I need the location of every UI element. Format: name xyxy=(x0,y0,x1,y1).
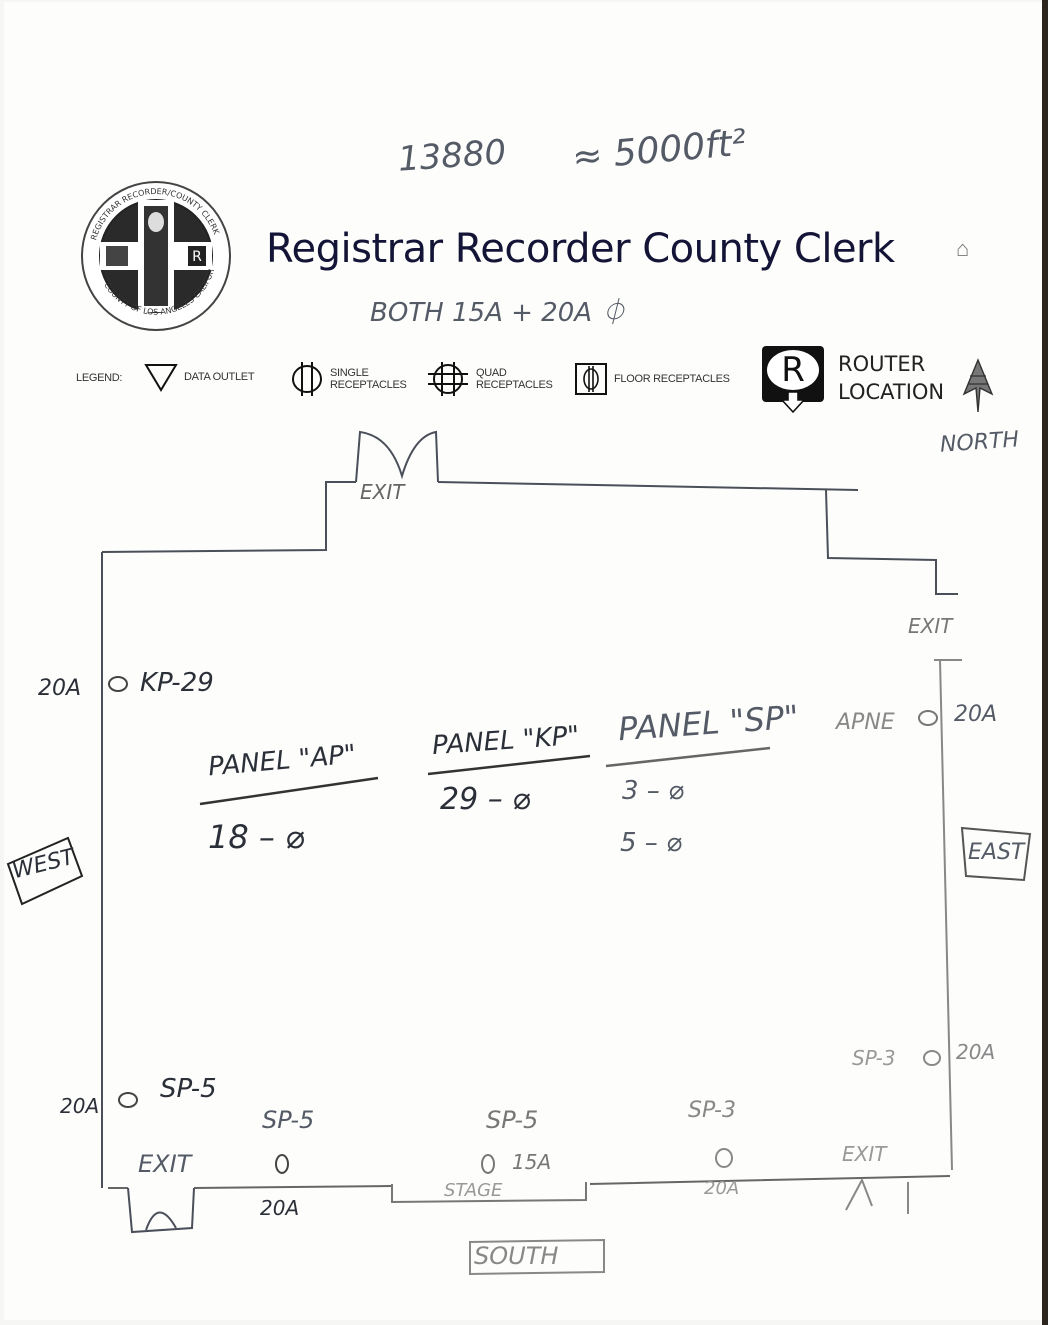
south-box xyxy=(469,1238,605,1276)
east-wall xyxy=(934,659,962,1171)
outlet-circuit: SP-3 xyxy=(688,1098,736,1123)
county-seal-logo: R REGISTRAR RECORDER/COUNTY CLERK COUNTY… xyxy=(80,180,231,331)
legend: LEGEND: DATA OUTLET SINGLE RECEPTACLES Q… xyxy=(70,346,1010,420)
panel-sp-circuit-5: 5 – ⌀ xyxy=(620,828,682,858)
single-receptacle-icon xyxy=(715,1148,733,1168)
panel-kp-underline xyxy=(427,754,591,776)
quad-receptacle-icon xyxy=(118,1092,138,1108)
router-icon: R xyxy=(762,346,824,414)
panel-kp-circuit: 29 – ⌀ xyxy=(440,782,531,817)
quad-receptacle-icon xyxy=(108,676,128,692)
stage-label: STAGE xyxy=(444,1180,503,1201)
single-receptacle-icon xyxy=(292,362,322,396)
svg-text:R: R xyxy=(192,249,202,265)
outlet-circuit: KP-29 xyxy=(140,668,214,698)
quad-receptacle-icon xyxy=(428,362,468,396)
legend-item-single-receptacles: SINGLE RECEPTACLES xyxy=(330,367,407,391)
south-wall xyxy=(108,1175,951,1189)
exit-label-southeast: EXIT xyxy=(842,1142,887,1166)
exit-label-east: EXIT xyxy=(908,614,953,638)
outlet-circuit: SP-5 xyxy=(486,1106,539,1134)
home-icon[interactable]: ⌂ xyxy=(956,236,970,261)
floor-receptacle-icon xyxy=(575,363,607,395)
quad-receptacle-icon xyxy=(918,710,938,726)
legend-label: LEGEND: xyxy=(76,372,123,384)
single-receptacle-icon xyxy=(275,1154,289,1174)
stage-outline xyxy=(391,1182,587,1204)
outlet-amps: 20A xyxy=(704,1178,740,1199)
legend-item-router-location: ROUTER LOCATION xyxy=(838,352,945,404)
west-box xyxy=(6,836,84,906)
outlet-amps: 20A xyxy=(956,1040,996,1064)
panel-sp-circuit-3: 3 – ⌀ xyxy=(622,776,684,806)
circuits-note: BOTH 15A + 20A ⏀ xyxy=(370,298,627,328)
southwest-exit-door xyxy=(127,1187,195,1234)
north-wall-east xyxy=(437,481,859,491)
outlet-amps: 20A xyxy=(38,676,82,701)
exit-label-north: EXIT xyxy=(360,480,405,504)
data-outlet-icon xyxy=(144,364,178,392)
outlet-circuit: SP-5 xyxy=(262,1106,315,1134)
exit-label-southwest: EXIT xyxy=(138,1150,192,1178)
single-receptacle-icon xyxy=(481,1154,495,1174)
outlet-circuit: SP-3 xyxy=(852,1046,896,1070)
legend-item-data-outlet: DATA OUTLET xyxy=(184,371,255,383)
outlet-amps: 20A xyxy=(260,1196,300,1220)
north-arrow-icon xyxy=(962,358,994,413)
north-wall-west xyxy=(101,481,356,553)
outlet-amps: 20A xyxy=(954,702,998,727)
panel-ap-circuit: 18 – ⌀ xyxy=(208,818,305,856)
panel-sp-underline xyxy=(605,746,771,768)
legend-item-quad-receptacles: QUAD RECEPTACLES xyxy=(476,367,553,391)
quad-receptacle-icon xyxy=(923,1050,941,1066)
outlet-amps: 20A xyxy=(60,1094,100,1118)
southeast-exit-door xyxy=(845,1177,909,1214)
east-label: EAST xyxy=(968,840,1025,865)
legend-item-floor-receptacles: FLOOR RECEPTACLES xyxy=(614,373,730,385)
outlet-circuit: APNE xyxy=(836,710,895,735)
wall-receptacle-symbols xyxy=(108,676,941,1174)
outlet-amps: 15A xyxy=(512,1150,552,1174)
router-arrow-icon xyxy=(780,392,806,414)
outlet-circuit: SP-5 xyxy=(160,1074,217,1104)
page-title: Registrar Recorder County Clerk xyxy=(266,226,895,272)
east-box xyxy=(960,826,1032,882)
northeast-step xyxy=(825,489,958,595)
panel-ap-underline xyxy=(199,776,379,806)
north-exit-door xyxy=(355,430,439,483)
south-label: SOUTH xyxy=(474,1242,559,1270)
page-edge xyxy=(1042,0,1048,1325)
